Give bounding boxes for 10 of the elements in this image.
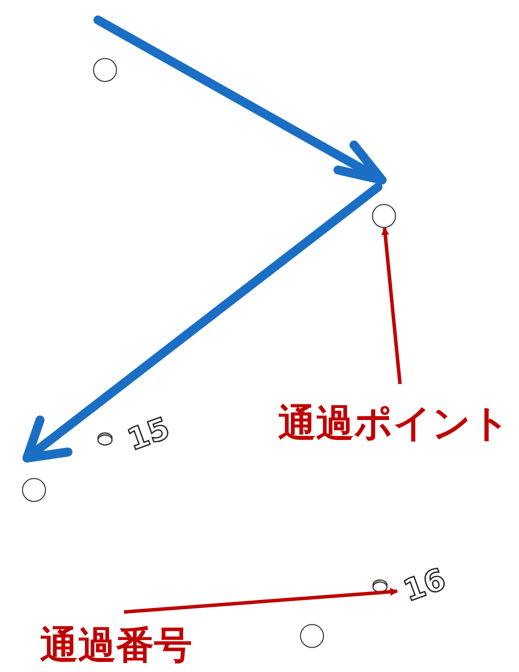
callout-label: 通過番号 [40,626,192,664]
waypoint-number: 15 [124,414,174,456]
leader-line [124,588,398,614]
callout-label: 通過ポイント [278,404,510,442]
waypoint-circle [22,478,46,502]
waypoint-circle [93,58,117,82]
waypoint-circle [372,204,396,228]
leader-line [381,227,402,384]
waypoint-number: 16 [400,564,450,608]
waypoint-circle [300,624,324,648]
